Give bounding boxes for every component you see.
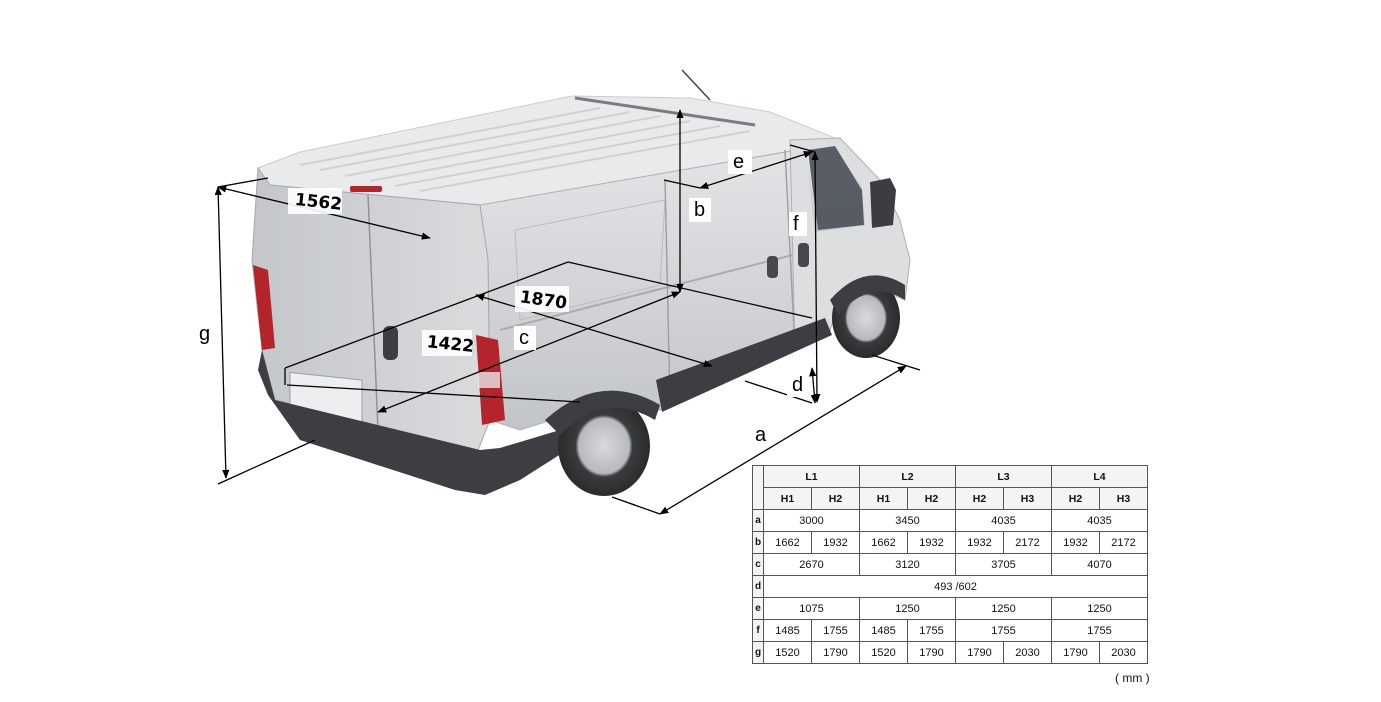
label-bg-1870 <box>515 286 569 312</box>
label-g: g <box>199 323 210 345</box>
cell-c-3: 4070 <box>1051 553 1148 576</box>
header-height-3: H2 <box>907 487 956 510</box>
cell-b-7: 2172 <box>1099 531 1148 554</box>
cell-a-0: 3000 <box>763 509 860 532</box>
cell-a-3: 4035 <box>1051 509 1148 532</box>
cell-a-1: 3450 <box>859 509 956 532</box>
row-label-a: a <box>752 509 764 532</box>
van-illustration <box>251 69 911 496</box>
dimension-labels: 1562 1870 1422 a b c d e f g <box>199 150 809 446</box>
row-label-f: f <box>752 619 764 642</box>
row-label-b: b <box>752 531 764 554</box>
label-bg-d <box>787 373 809 397</box>
cell-b-6: 1932 <box>1051 531 1100 554</box>
cell-g-5: 2030 <box>1003 641 1052 664</box>
label-c: c <box>519 327 529 349</box>
van-rear-bumper <box>258 350 575 495</box>
header-height-5: H3 <box>1003 487 1052 510</box>
cell-d-0: 493 /602 <box>763 575 1148 598</box>
label-bg-1422 <box>422 330 472 356</box>
cell-g-4: 1790 <box>955 641 1004 664</box>
header-length-l2: L2 <box>859 465 956 488</box>
cell-e-2: 1250 <box>955 597 1052 620</box>
label-bg-f <box>789 212 807 236</box>
header-length-l3: L3 <box>955 465 1052 488</box>
table-corner <box>752 465 764 510</box>
label-f: f <box>793 213 799 235</box>
header-height-4: H2 <box>955 487 1004 510</box>
label-e: e <box>733 151 744 173</box>
cell-b-4: 1932 <box>955 531 1004 554</box>
header-length-l4: L4 <box>1051 465 1148 488</box>
cell-g-2: 1520 <box>859 641 908 664</box>
cell-e-3: 1250 <box>1051 597 1148 620</box>
label-bg-e <box>728 150 752 174</box>
cell-b-2: 1662 <box>859 531 908 554</box>
label-bg-c <box>514 326 536 350</box>
label-b: b <box>694 199 705 221</box>
taillight-left <box>253 265 275 350</box>
cell-c-1: 3120 <box>859 553 956 576</box>
cell-a-2: 4035 <box>955 509 1052 532</box>
header-height-1: H2 <box>811 487 860 510</box>
label-bg-b <box>689 198 711 222</box>
cell-f-3: 1755 <box>907 619 956 642</box>
label-a: a <box>755 424 767 446</box>
cell-f-5: 1755 <box>1051 619 1148 642</box>
header-length-l1: L1 <box>763 465 860 488</box>
row-label-e: e <box>752 597 764 620</box>
rear-wheel <box>558 396 650 496</box>
header-height-6: H2 <box>1051 487 1100 510</box>
row-label-d: d <box>752 575 764 598</box>
cell-c-2: 3705 <box>955 553 1052 576</box>
header-height-7: H3 <box>1099 487 1148 510</box>
row-label-c: c <box>752 553 764 576</box>
header-height-2: H1 <box>859 487 908 510</box>
label-bg-1562 <box>288 188 342 214</box>
cell-f-1: 1755 <box>811 619 860 642</box>
cell-c-0: 2670 <box>763 553 860 576</box>
cell-g-0: 1520 <box>763 641 812 664</box>
row-label-g: g <box>752 641 764 664</box>
cell-b-3: 1932 <box>907 531 956 554</box>
cell-g-3: 1790 <box>907 641 956 664</box>
cell-e-0: 1075 <box>763 597 860 620</box>
cell-g-7: 2030 <box>1099 641 1148 664</box>
cell-f-0: 1485 <box>763 619 812 642</box>
cell-e-1: 1250 <box>859 597 956 620</box>
cell-g-6: 1790 <box>1051 641 1100 664</box>
label-d: d <box>792 374 803 396</box>
unit-label: ( mm ) <box>1115 671 1150 685</box>
dimension-lines <box>214 109 921 515</box>
label-1562: 1562 <box>294 190 343 215</box>
cell-b-1: 1932 <box>811 531 860 554</box>
cell-f-2: 1485 <box>859 619 908 642</box>
cell-g-1: 1790 <box>811 641 860 664</box>
header-height-0: H1 <box>763 487 812 510</box>
van-mirror <box>870 178 896 228</box>
cell-b-5: 2172 <box>1003 531 1052 554</box>
cell-f-4: 1755 <box>955 619 1052 642</box>
cell-b-0: 1662 <box>763 531 812 554</box>
label-1422: 1422 <box>426 332 475 357</box>
